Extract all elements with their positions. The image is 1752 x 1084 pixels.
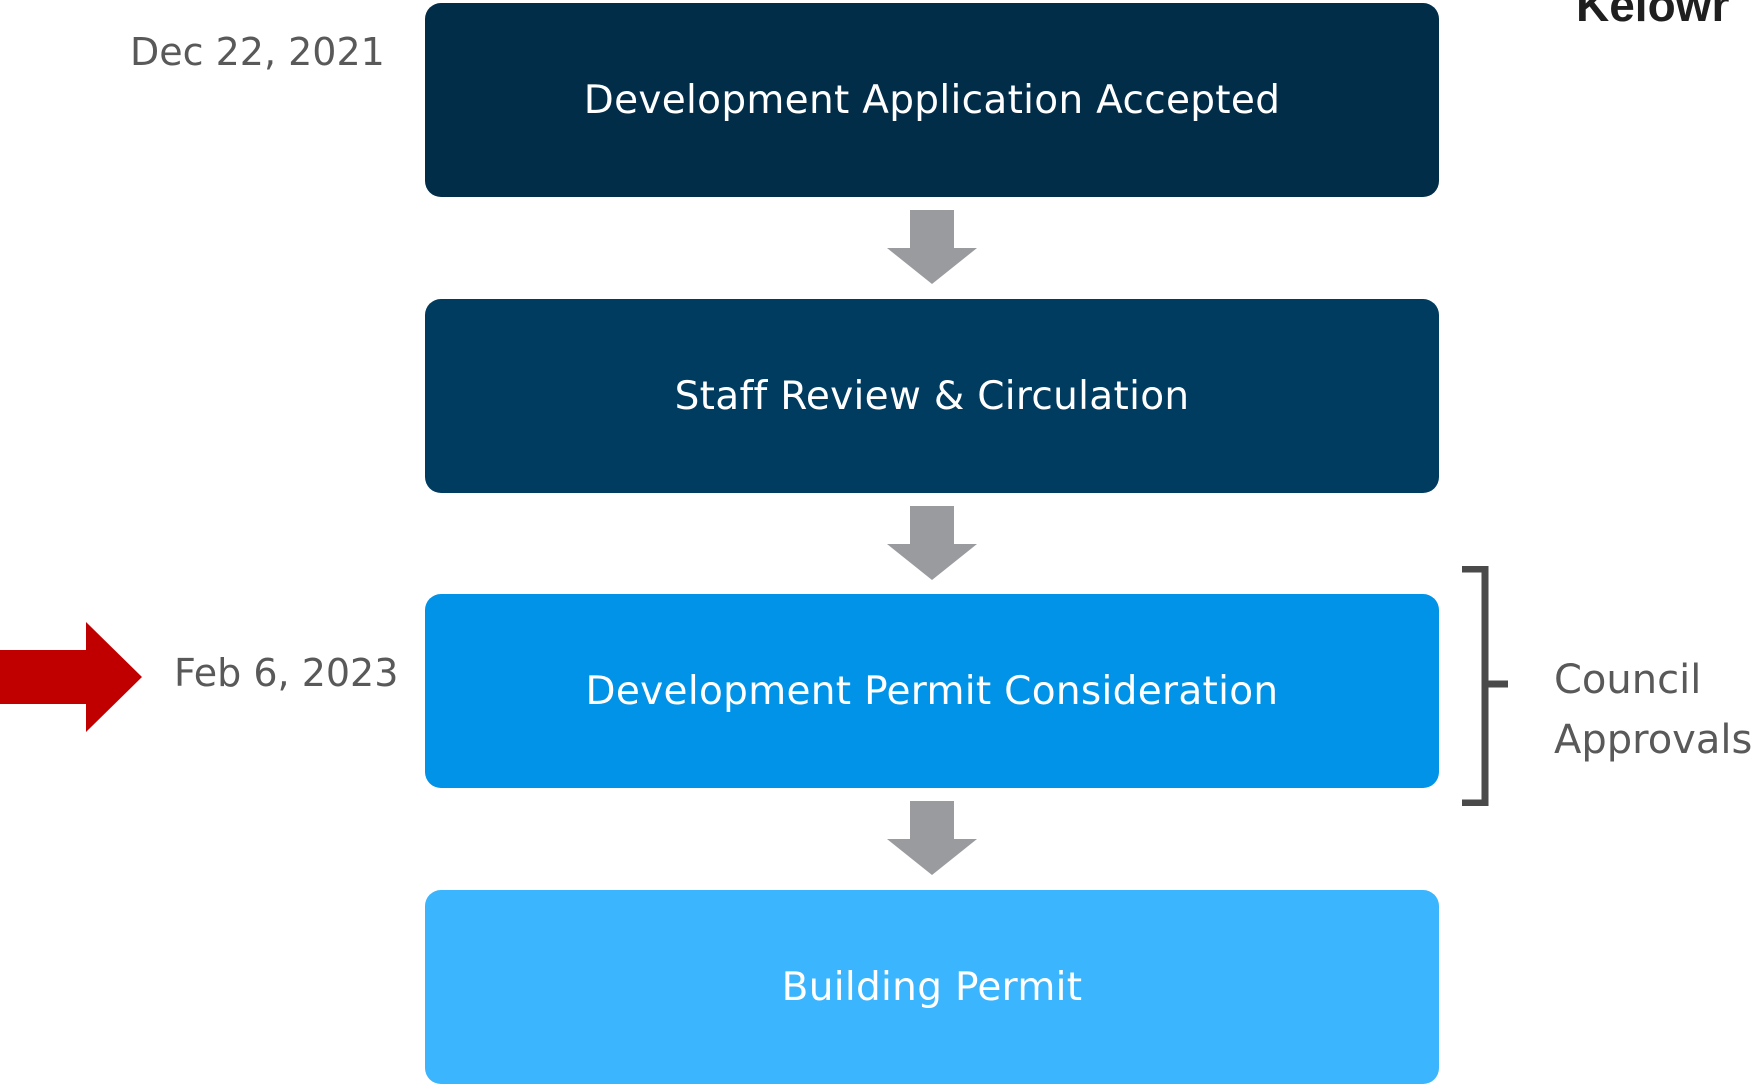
right-arrow-icon bbox=[0, 622, 142, 732]
date-application-accepted: Dec 22, 2021 bbox=[130, 30, 385, 74]
down-arrow-icon bbox=[887, 506, 977, 580]
step-development-application-accepted: Development Application Accepted bbox=[425, 3, 1439, 197]
council-approvals-line-2: Approvals bbox=[1554, 717, 1752, 763]
council-approvals-label: Council Approvals bbox=[1554, 650, 1752, 770]
step-staff-review-circulation: Staff Review & Circulation bbox=[425, 299, 1439, 493]
council-approvals-line-1: Council bbox=[1554, 657, 1702, 703]
down-arrow-icon bbox=[887, 210, 977, 284]
down-arrow-icon bbox=[887, 801, 977, 875]
step-development-permit-consideration: Development Permit Consideration bbox=[425, 594, 1439, 788]
step-label: Development Permit Consideration bbox=[585, 668, 1279, 714]
step-label: Building Permit bbox=[781, 964, 1083, 1010]
date-permit-consideration: Feb 6, 2023 bbox=[174, 651, 399, 695]
logo-text: Kelowr bbox=[1576, 0, 1730, 31]
step-building-permit: Building Permit bbox=[425, 890, 1439, 1084]
step-label: Development Application Accepted bbox=[583, 77, 1281, 123]
step-label: Staff Review & Circulation bbox=[674, 373, 1190, 419]
right-brace-icon bbox=[1462, 566, 1508, 806]
